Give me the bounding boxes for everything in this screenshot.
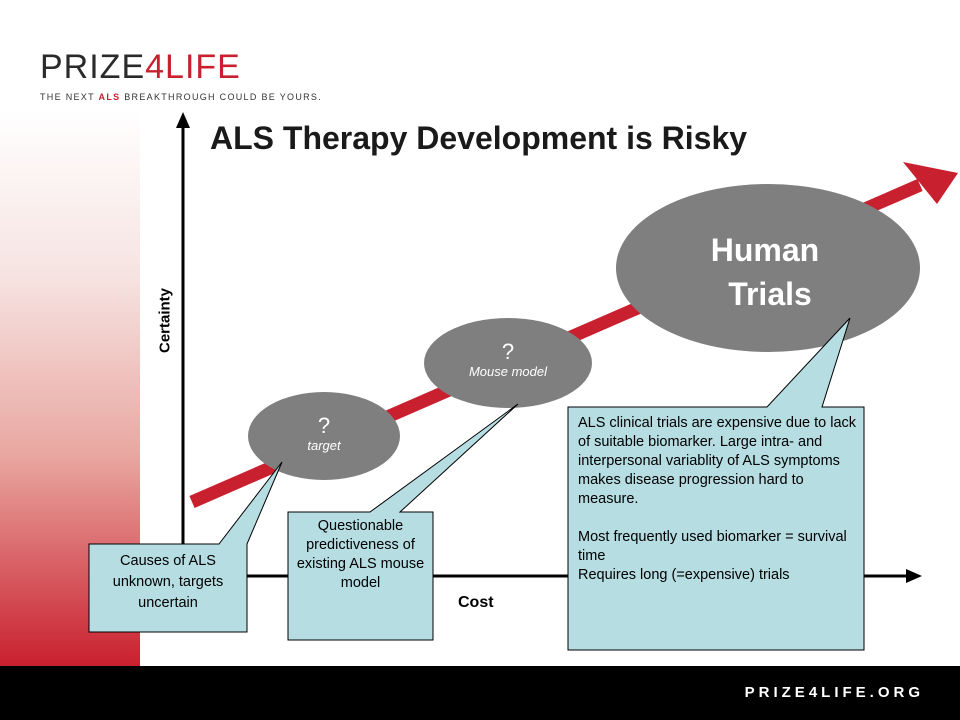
tagline: THE NEXT ALS BREAKTHROUGH COULD BE YOURS… <box>40 92 323 102</box>
callout-predictive-text: Questionable predictiveness of existing … <box>296 518 425 591</box>
target-oval-label: ? target <box>307 413 341 454</box>
y-axis-label: Certainty <box>156 287 174 354</box>
x-axis-label: Cost <box>458 594 494 611</box>
footer-url: PRIZE4LIFE.ORG <box>744 684 924 701</box>
footer-bar: PRIZE4LIFE.ORG <box>0 666 960 720</box>
human-trials-oval <box>616 184 920 352</box>
x-axis-arrowhead <box>906 569 922 583</box>
mouse-model-oval <box>424 318 592 408</box>
risk-trend-arrowhead <box>903 162 958 204</box>
callout-clinical <box>567 317 865 651</box>
y-axis-arrowhead <box>176 112 190 128</box>
human-trials-oval-label: Human Trials <box>710 232 820 312</box>
prize4life-logo: PRIZE4LIFE <box>40 48 241 86</box>
callout-clinical-text: ALS clinical trials are expensive due to… <box>578 415 857 583</box>
slide-title: ALS Therapy Development is Risky <box>210 120 748 156</box>
mouse-model-oval-label: ? Mouse model <box>468 339 548 380</box>
callout-causes-text: Causes of ALS unknown, targets uncertain <box>112 553 224 611</box>
target-oval <box>248 392 400 480</box>
callout-predictive <box>287 403 519 641</box>
callout-causes <box>88 461 283 633</box>
